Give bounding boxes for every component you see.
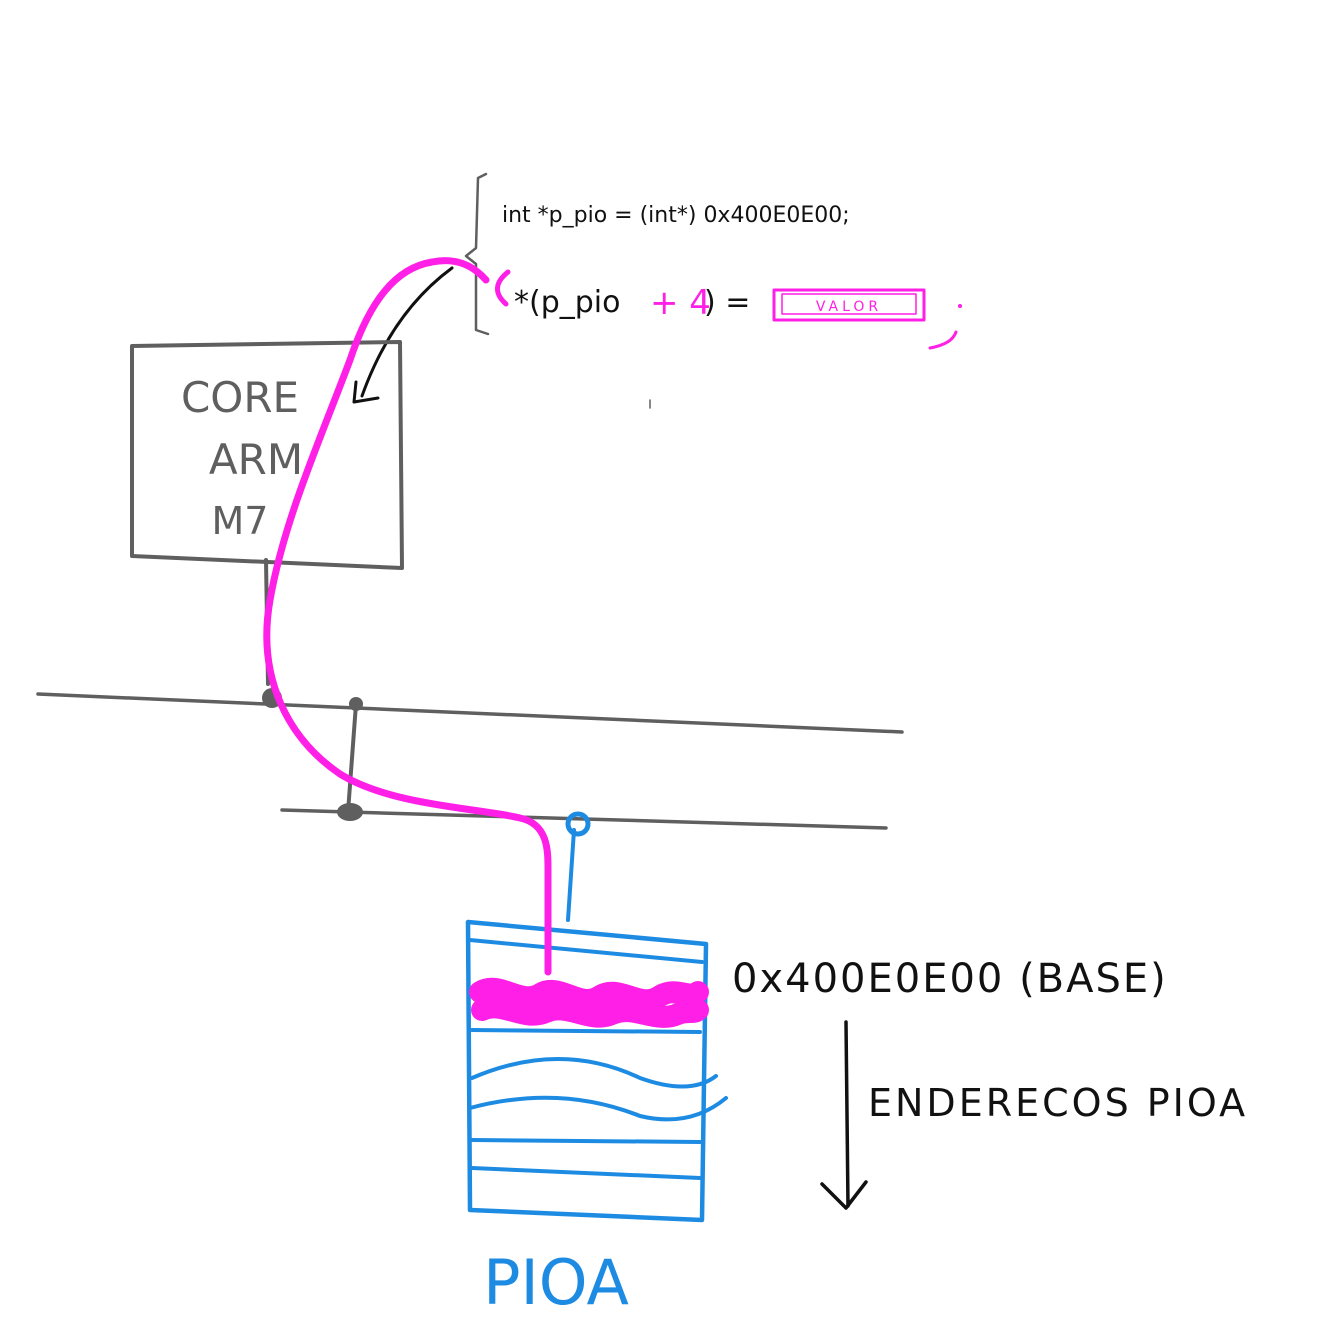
bus-node-icon [337,803,363,821]
value-box-label: VALOR [816,299,882,315]
code-line-2: *(p_pio + 4 ) = VALOR [495,269,962,350]
core-arm-box: CORE ARM M7 [130,340,404,570]
arrow-head-icon [352,380,380,404]
code-line-2-prefix: *(p_pio [514,285,620,320]
pioa-bus-node-icon [565,811,591,837]
core-label-line-3: M7 [212,499,269,543]
down-arrow-icon [820,1180,868,1210]
magenta-dot [958,304,962,308]
base-address-label: 0x400E0E00 (BASE) [732,956,1168,1002]
code-bracket [464,172,490,336]
value-box-inner [781,293,917,315]
pioa-memory-block [465,919,728,1223]
bus-line-upper [36,692,904,734]
address-direction-label: ENDERECOS PIOA [868,1081,1248,1125]
core-label-line-1: CORE [181,373,299,422]
pioa-label: PIOA [483,1246,629,1319]
value-box [772,288,926,322]
selected-register-highlight [469,977,709,1028]
code-to-core-arrow [352,266,454,404]
bus-node-icon [349,697,363,711]
code-line-2-offset: + 4 [650,283,711,323]
core-label-line-2: ARM [209,435,303,484]
code-line-2-suffix: ) = [704,285,750,320]
magenta-open-paren [495,269,511,307]
magenta-close-mark [928,330,958,350]
magenta-access-path [263,257,552,976]
address-direction-arrow [820,1020,868,1210]
code-line-1: int *p_pio = (int*) 0x400E0E00; [502,203,850,228]
bus-bridge [346,702,358,814]
pioa-bus-connector [566,828,576,922]
